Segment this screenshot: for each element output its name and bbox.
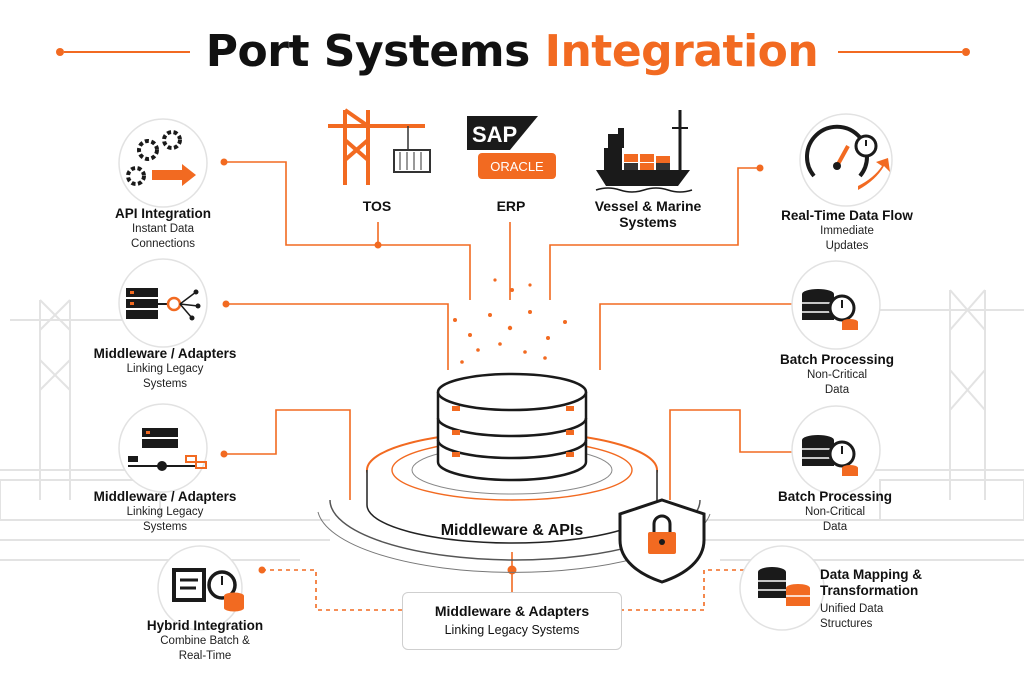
node-subtitle: Immediate Updates — [820, 225, 874, 252]
node-subtitle: Linking Legacy Systems — [126, 363, 204, 390]
title-side-lines — [56, 48, 970, 56]
node-data-mapping: Data Mapping & Transformation Unified Da… — [820, 567, 960, 632]
background-cranes-left — [0, 299, 330, 561]
connector-lines — [224, 161, 798, 611]
database-clock-icon — [802, 289, 858, 330]
central-database-icon — [436, 372, 588, 482]
bottom-box-heading: Middleware & Adapters — [434, 603, 590, 619]
node-middleware-adapters-2: Middleware / Adapters Linking Legacy Sys… — [80, 489, 250, 535]
tos-crane-icon — [328, 108, 431, 185]
node-hybrid-integration: Hybrid Integration Combine Batch & Real-… — [130, 618, 280, 664]
center-middleware-label: Middleware & APIs — [440, 522, 584, 539]
vessel-systems-label: Vessel & Marine Systems — [594, 198, 702, 230]
node-subtitle: Unified Data Structures — [820, 603, 884, 630]
bottom-middleware-box: Middleware & Adapters Linking Legacy Sys… — [402, 592, 622, 650]
node-batch-processing-2: Batch Processing Non-Critical Data — [760, 489, 910, 535]
speedometer-icon — [805, 124, 890, 190]
erp-label: ERP — [496, 198, 526, 214]
node-subtitle: Linking Legacy Systems — [126, 506, 204, 533]
server-network-icon — [126, 288, 201, 321]
page-title: Port Systems Integration — [0, 26, 1024, 77]
node-api-integration: API Integration Instant Data Connections — [88, 206, 238, 252]
node-heading: Middleware / Adapters — [93, 489, 237, 504]
node-middleware-adapters-1: Middleware / Adapters Linking Legacy Sys… — [80, 346, 250, 392]
svg-text:ORACLE: ORACLE — [490, 159, 544, 174]
gears-arrow-icon — [126, 130, 196, 186]
document-clock-icon — [172, 568, 244, 612]
icon-circles — [118, 113, 893, 631]
node-subtitle: Combine Batch & Real-Time — [160, 635, 250, 662]
node-heading: Batch Processing — [777, 489, 893, 504]
svg-text:SAP: SAP — [472, 122, 517, 147]
oracle-logo-icon: ORACLE — [478, 153, 556, 179]
sap-logo-icon: SAP — [467, 116, 538, 150]
security-shield-icon — [618, 498, 706, 584]
database-clock-icon-2 — [802, 435, 858, 476]
title-main: Port Systems — [205, 26, 531, 77]
server-connector-icon — [128, 428, 207, 471]
data-particles — [453, 278, 567, 364]
vessel-ship-icon — [595, 110, 693, 193]
title-accent: Integration — [544, 26, 819, 77]
node-subtitle: Non-Critical Data — [806, 369, 868, 396]
node-heading: Batch Processing — [779, 352, 895, 367]
node-heading: API Integration — [114, 206, 211, 221]
node-heading: Middleware / Adapters — [93, 346, 237, 361]
database-stack-icon — [758, 567, 810, 606]
node-heading: Real-Time Data Flow — [781, 208, 913, 223]
tos-label: TOS — [362, 198, 392, 214]
node-batch-processing-1: Batch Processing Non-Critical Data — [762, 352, 912, 398]
node-heading: Data Mapping & Transformation — [820, 567, 923, 598]
bottom-box-subtitle: Linking Legacy Systems — [444, 623, 580, 637]
node-subtitle: Non-Critical Data — [804, 506, 866, 533]
node-real-time-data-flow: Real-Time Data Flow Immediate Updates — [772, 208, 922, 254]
node-heading: Hybrid Integration — [146, 618, 264, 633]
node-subtitle: Instant Data Connections — [131, 223, 195, 250]
